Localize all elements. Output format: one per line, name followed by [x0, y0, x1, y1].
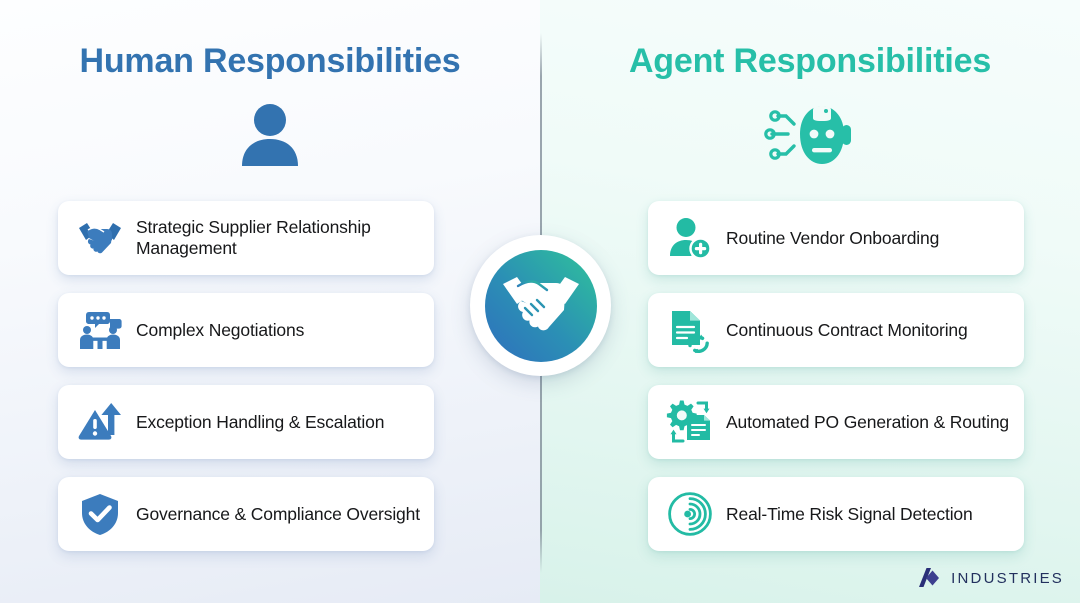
- person-icon: [0, 98, 540, 170]
- list-item-label: Strategic Supplier Relationship Manageme…: [136, 217, 371, 258]
- list-item[interactable]: Real-Time Risk Signal Detection: [648, 477, 1024, 551]
- radar-signal-icon: [664, 488, 716, 540]
- human-responsibilities-list: Strategic Supplier Relationship Manageme…: [58, 201, 434, 569]
- document-sync-icon: [664, 304, 716, 356]
- handshake-circle-icon: [484, 249, 597, 362]
- negotiation-meeting-icon: [74, 304, 126, 356]
- warning-escalation-icon: [74, 396, 126, 448]
- list-item-label: Routine Vendor Onboarding: [726, 227, 940, 248]
- list-item-label: Real-Time Risk Signal Detection: [726, 503, 973, 524]
- list-item[interactable]: Exception Handling & Escalation: [58, 385, 434, 459]
- list-item-label: Governance & Compliance Oversight: [136, 503, 420, 524]
- left-column-title: Human Responsibilities: [79, 42, 461, 80]
- agent-responsibilities-list: Routine Vendor Onboarding: [648, 201, 1024, 569]
- center-handshake-badge: [470, 235, 611, 376]
- brand-logo-text: INDUSTRIES: [951, 569, 1064, 587]
- list-item[interactable]: Routine Vendor Onboarding: [648, 201, 1024, 275]
- gear-document-routing-icon: [664, 396, 716, 448]
- list-item-label: Exception Handling & Escalation: [136, 411, 385, 432]
- shield-check-icon: [74, 488, 126, 540]
- parallelogram-diamond-logo-mark: [919, 568, 940, 587]
- right-column-title: Agent Responsibilities: [628, 42, 992, 80]
- robot-head-icon: [540, 98, 1080, 170]
- list-item[interactable]: Strategic Supplier Relationship Manageme…: [58, 201, 434, 275]
- list-item[interactable]: Automated PO Generation & Routing: [648, 385, 1024, 459]
- list-item-label: Continuous Contract Monitoring: [726, 319, 968, 340]
- list-item[interactable]: Continuous Contract Monitoring: [648, 293, 1024, 367]
- user-plus-icon: [664, 212, 716, 264]
- brand-logo: INDUSTRIES: [916, 565, 1064, 591]
- handshake-icon: [74, 212, 126, 264]
- list-item-label: Automated PO Generation & Routing: [726, 411, 1009, 432]
- list-item[interactable]: Complex Negotiations: [58, 293, 434, 367]
- list-item[interactable]: Governance & Compliance Oversight: [58, 477, 434, 551]
- list-item-label: Complex Negotiations: [136, 319, 305, 340]
